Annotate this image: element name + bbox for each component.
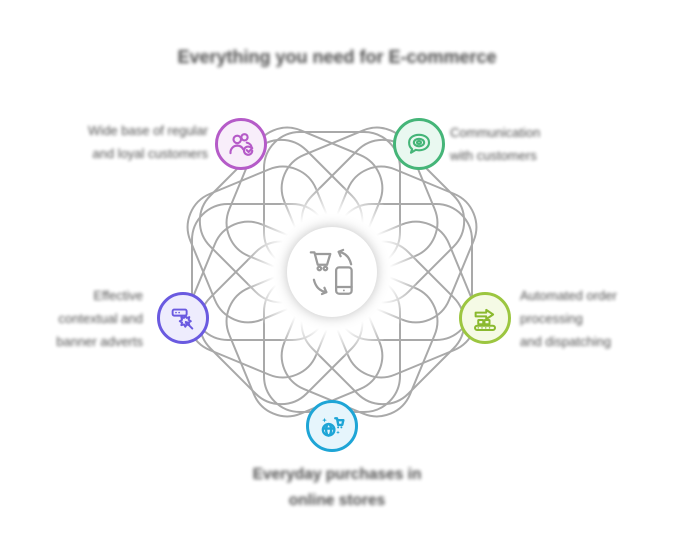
label-logistics-line1: Automated order <box>520 288 617 303</box>
label-customers-line2: and loyal customers <box>92 146 208 161</box>
label-advertising-line1: Effective <box>93 288 143 303</box>
label-communication-line2: with customers <box>450 148 537 163</box>
label-logistics-line2: processing <box>520 311 583 326</box>
label-advertising: Effective contextual and banner adverts <box>0 284 143 353</box>
label-advertising-line3: banner adverts <box>56 334 143 349</box>
node-communication <box>393 118 445 170</box>
cart-phone-exchange-icon <box>309 248 353 296</box>
node-advertising <box>157 292 209 344</box>
people-check-icon <box>229 133 254 156</box>
label-communication-line1: Communication <box>450 125 541 140</box>
speech-bubble-icon <box>408 133 431 154</box>
node-customers <box>215 118 267 170</box>
center-node <box>287 227 377 317</box>
node-global-shopping <box>306 400 358 452</box>
label-communication: Communication with customers <box>450 121 620 167</box>
conveyor-arrow-icon <box>474 308 496 332</box>
label-customers-line1: Wide base of regular <box>88 123 208 138</box>
label-logistics: Automated order processing and dispatchi… <box>520 284 670 353</box>
label-advertising-line2: contextual and <box>58 311 143 326</box>
globe-cart-icon <box>321 417 345 437</box>
label-global-shopping-line1: Everyday purchases in <box>252 466 422 483</box>
label-logistics-line3: and dispatching <box>520 334 612 349</box>
click-ad-icon <box>171 308 193 329</box>
label-global-shopping: Everyday purchases in online stores <box>0 462 674 514</box>
label-customers: Wide base of regular and loyal customers <box>38 119 208 165</box>
page-title: Everything you need for E-commerce <box>177 47 497 67</box>
node-logistics <box>459 292 511 344</box>
label-global-shopping-line2: online stores <box>288 492 386 509</box>
